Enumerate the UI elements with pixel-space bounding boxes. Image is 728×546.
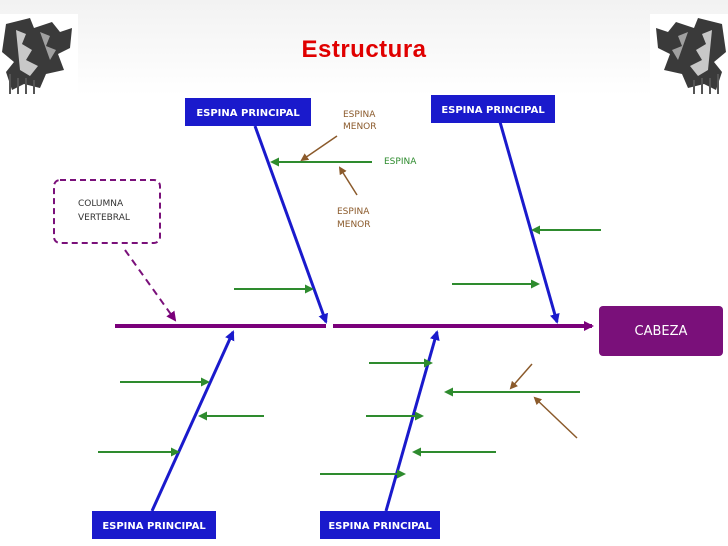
head-box: CABEZA (599, 306, 723, 356)
decorative-corner-left (0, 14, 78, 94)
columna-vertebral-callout: COLUMNA VERTEBRAL (53, 179, 177, 322)
principal-label-bottom-left: ESPINA PRINCIPAL (102, 521, 206, 532)
principal-label-top-right: ESPINA PRINCIPAL (441, 105, 545, 116)
header-band (0, 0, 728, 95)
annotation-arrows (300, 135, 578, 439)
principal-label-top-left: ESPINA PRINCIPAL (196, 108, 300, 119)
minor-bones (98, 157, 601, 479)
espina-menor-top-line1: ESPINA (343, 110, 376, 120)
principal-bone-bottom-left: ESPINA PRINCIPAL (92, 330, 235, 539)
page-title: Estructura (301, 36, 427, 63)
decorative-corner-right (650, 14, 728, 94)
espina-label: ESPINA (384, 157, 417, 167)
principal-bone-top-left: ESPINA PRINCIPAL (185, 98, 328, 324)
espina-menor-top-line2: MENOR (343, 122, 377, 132)
columna-label-line2: VERTEBRAL (78, 213, 130, 223)
principal-bone-top-right: ESPINA PRINCIPAL (431, 95, 560, 324)
columna-label-line1: COLUMNA (78, 199, 124, 209)
espina-menor-bottom-line2: MENOR (337, 220, 371, 230)
head-label: CABEZA (635, 324, 688, 339)
espina-menor-bottom-line1: ESPINA (337, 207, 370, 217)
principal-label-bottom-right: ESPINA PRINCIPAL (328, 521, 432, 532)
